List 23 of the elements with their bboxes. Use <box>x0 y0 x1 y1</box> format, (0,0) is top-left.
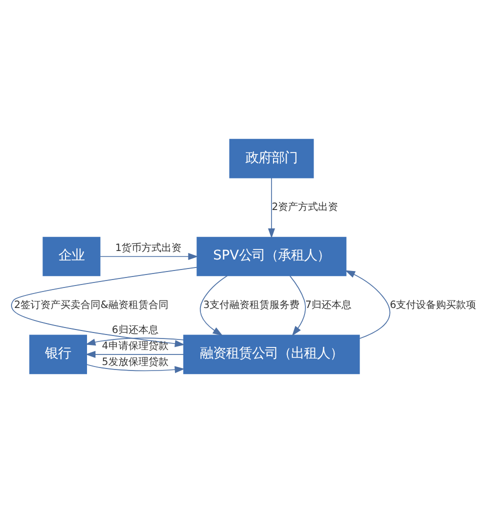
node-box: 企业 <box>42 236 100 276</box>
arrow <box>100 252 198 260</box>
arrow <box>11 266 198 347</box>
edge-label: 1货币方式出资 <box>115 242 182 254</box>
node-box: 银行 <box>29 334 88 374</box>
edge-label: 4申请保理贷款 <box>102 340 168 352</box>
arrow <box>290 275 306 336</box>
arrow <box>268 177 276 238</box>
edge-label: 2签订资产买卖合同&融资租赁合同 <box>14 300 168 311</box>
node-box: SPV公司（承租人） <box>196 236 346 276</box>
arrow <box>85 350 184 358</box>
edge-label: 7归还本息 <box>305 300 352 311</box>
edge-label: 5发放保理贷款 <box>102 356 168 368</box>
edge-label: 3支付融资租赁服务费 <box>203 300 300 311</box>
arrow <box>85 337 184 346</box>
edge-label: 6归还本息 <box>112 324 158 336</box>
edge-label: 6支付设备购买款项 <box>390 300 476 311</box>
node-box: 政府部门 <box>229 138 314 178</box>
arrow <box>200 274 228 336</box>
node-box: 融资租赁公司（出租人） <box>183 334 360 374</box>
arrow <box>86 364 185 373</box>
arrow <box>345 270 390 338</box>
edge-label: 2资产方式出资 <box>272 202 338 213</box>
